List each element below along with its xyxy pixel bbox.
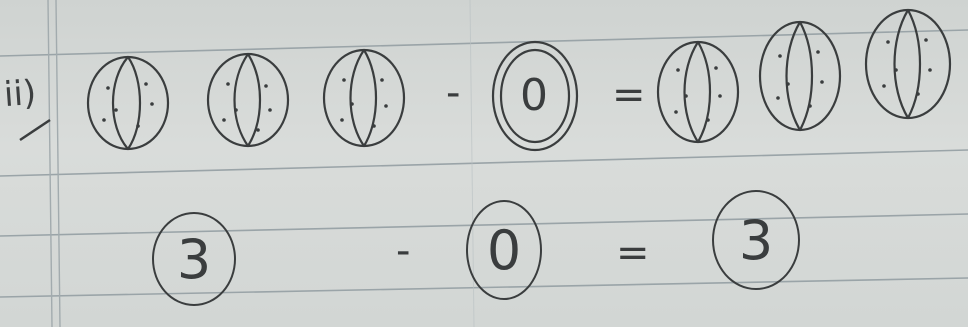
fruit-4-icon <box>656 40 740 144</box>
fruit-2-icon <box>206 52 290 148</box>
subtrahend-circled-number: 0 <box>466 200 542 300</box>
result-value: 3 <box>738 208 774 272</box>
row1-minus-sign: - <box>446 70 461 116</box>
rule-line <box>0 149 968 177</box>
fruit-5-icon <box>758 20 842 132</box>
result-circled-number: 3 <box>712 190 800 290</box>
minuend-value: 3 <box>176 227 212 291</box>
margin-line <box>47 0 53 327</box>
margin-line <box>55 0 61 327</box>
row1-zero-label: 0 <box>520 70 548 121</box>
rule-line <box>0 29 968 57</box>
row1-equals-sign: = <box>612 72 646 118</box>
subtrahend-value: 0 <box>486 218 522 282</box>
row2-minus-sign: - <box>396 228 411 274</box>
empty-set-ring-icon <box>491 40 579 152</box>
fruit-1-icon <box>86 55 170 151</box>
fruit-6-icon <box>864 8 952 120</box>
fruit-3-icon <box>322 48 406 148</box>
row2-equals-sign: = <box>616 230 650 276</box>
minuend-circled-number: 3 <box>152 212 236 306</box>
